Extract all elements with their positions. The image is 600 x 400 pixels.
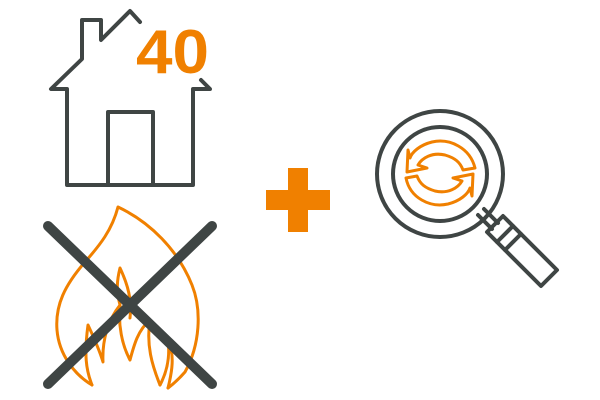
magnifier-refresh-icon	[375, 109, 559, 288]
plus-icon	[266, 168, 330, 232]
refresh-arrows-icon	[404, 139, 477, 207]
age-label: 40	[136, 18, 209, 87]
house-icon: 40	[49, 9, 212, 187]
cross-icon	[43, 221, 217, 389]
no-fire-icon	[43, 205, 217, 390]
